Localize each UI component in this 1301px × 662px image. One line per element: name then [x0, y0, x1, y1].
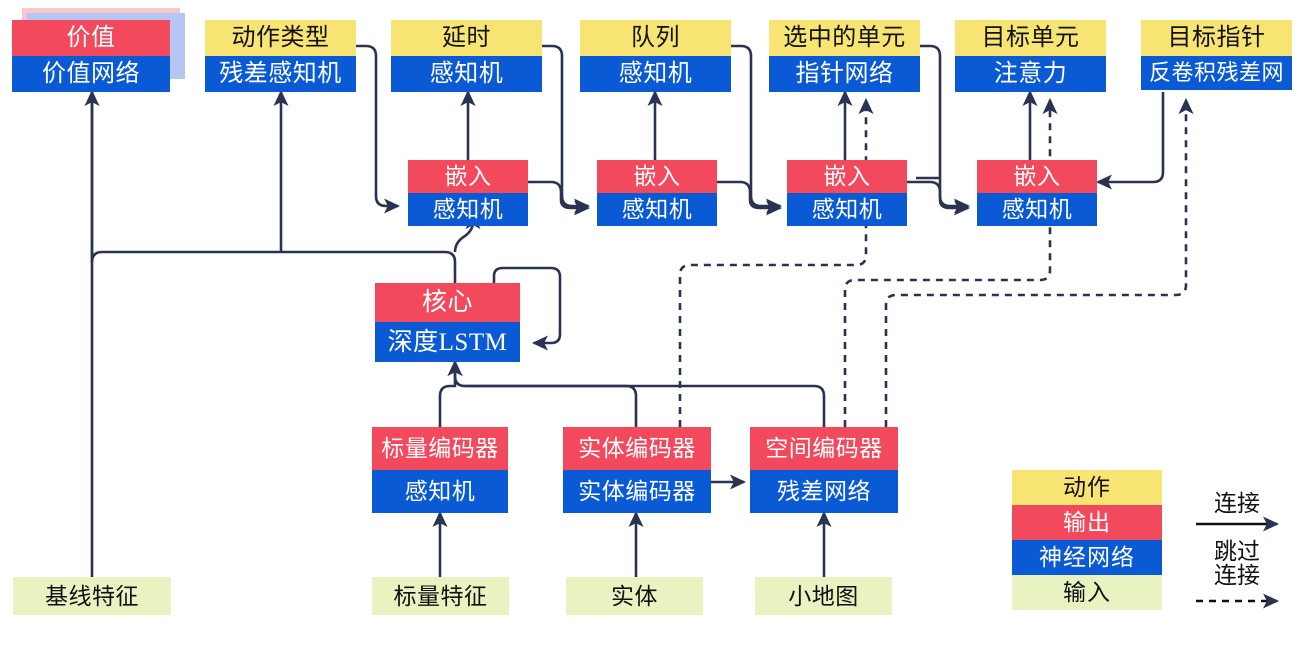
legend-action-label: 动作: [1012, 470, 1162, 505]
legend-skip-connection-caption: 跳过 连接: [1196, 539, 1278, 589]
embed-node-3-title: 嵌入: [787, 160, 907, 193]
output-node-selected-units-network: 指针网络: [769, 56, 920, 92]
embed-node-2-network: 感知机: [597, 193, 717, 226]
embed-node-4-network: 感知机: [977, 193, 1097, 226]
core-node-title: 核心: [375, 283, 520, 322]
embed-node-2-title: 嵌入: [597, 160, 717, 193]
output-node-target-point[interactable]: 目标指针 反卷积残差网: [1141, 20, 1292, 92]
embed-node-3-network: 感知机: [787, 193, 907, 226]
output-node-target-point-title: 目标指针: [1141, 20, 1292, 56]
encoder-node-entity[interactable]: 实体编码器 实体编码器: [563, 427, 711, 513]
output-node-queue-title: 队列: [580, 20, 731, 56]
skip-spatial-to-target-unit: [843, 97, 1058, 427]
encoder-node-scalar-title: 标量编码器: [372, 427, 508, 470]
legend-input-label: 输入: [1012, 575, 1162, 610]
input-node-minimap[interactable]: 小地图: [755, 577, 892, 615]
input-node-baseline[interactable]: 基线特征: [13, 577, 171, 615]
wire-core-to-busbar: [84, 89, 457, 283]
legend-neural-network-label: 神经网络: [1012, 540, 1162, 575]
wire-entity-encoder-to-core: [447, 359, 638, 427]
output-node-action-type-title: 动作类型: [205, 20, 356, 56]
core-node-network: 深度LSTM: [375, 322, 520, 362]
encoder-node-entity-title: 实体编码器: [563, 427, 711, 470]
output-node-selected-units-title: 选中的单元: [769, 20, 920, 56]
core-node[interactable]: 核心 深度LSTM: [375, 283, 520, 362]
encoder-node-spatial-network: 残差网络: [750, 470, 898, 513]
output-node-value[interactable]: 价值 价值网络: [12, 20, 170, 92]
output-node-value-title: 价值: [12, 20, 170, 56]
output-node-delay-network: 感知机: [391, 56, 542, 92]
embed-node-3[interactable]: 嵌入 感知机: [787, 160, 907, 226]
embed-node-4[interactable]: 嵌入 感知机: [977, 160, 1097, 226]
output-node-value-network: 价值网络: [12, 56, 170, 92]
wire-spatial-encoder-to-core: [465, 384, 826, 427]
output-node-selected-units[interactable]: 选中的单元 指针网络: [769, 20, 920, 92]
encoder-node-spatial-title: 空间编码器: [750, 427, 898, 470]
output-node-target-point-network: 反卷积残差网: [1141, 56, 1292, 90]
output-node-target-unit[interactable]: 目标单元 注意力: [955, 20, 1106, 92]
encoder-node-scalar-network: 感知机: [372, 470, 508, 513]
embed-node-1-network: 感知机: [408, 193, 528, 226]
embed-node-1[interactable]: 嵌入 感知机: [408, 160, 528, 226]
output-node-action-type-network: 残差感知机: [205, 56, 356, 92]
input-node-scalar-label: 标量特征: [372, 577, 509, 615]
output-node-target-unit-title: 目标单元: [955, 20, 1106, 56]
embed-node-2[interactable]: 嵌入 感知机: [597, 160, 717, 226]
wire-embed-1-to-embed-2-link: [528, 180, 591, 216]
encoder-node-scalar[interactable]: 标量编码器 感知机: [372, 427, 508, 513]
embed-node-4-title: 嵌入: [977, 160, 1097, 193]
input-node-entity[interactable]: 实体: [566, 577, 703, 615]
skip-spatial-to-target-point: [884, 97, 1194, 427]
wire-embed-2-to-embed-3-link: [716, 180, 783, 216]
legend-output-label: 输出: [1012, 505, 1162, 540]
legend-swatch-stack: 动作 输出 神经网络 输入: [1012, 470, 1162, 610]
encoder-node-entity-network: 实体编码器: [563, 470, 711, 513]
input-node-minimap-label: 小地图: [755, 577, 892, 615]
input-node-entity-label: 实体: [566, 577, 703, 615]
output-node-target-unit-network: 注意力: [955, 56, 1106, 92]
embed-node-1-title: 嵌入: [408, 160, 528, 193]
output-node-delay-title: 延时: [391, 20, 542, 56]
output-node-action-type[interactable]: 动作类型 残差感知机: [205, 20, 356, 92]
wire-embed-3-to-embed-4-link: [906, 180, 971, 216]
encoder-node-spatial[interactable]: 空间编码器 残差网络: [750, 427, 898, 513]
input-node-baseline-label: 基线特征: [13, 577, 171, 615]
output-node-delay[interactable]: 延时 感知机: [391, 20, 542, 92]
input-node-scalar[interactable]: 标量特征: [372, 577, 509, 615]
output-node-queue-network: 感知机: [580, 56, 731, 92]
wire-target-point-to-embed-4: [1095, 92, 1165, 190]
legend-skip-connection-line-2: 连接: [1214, 563, 1260, 589]
legend-skip-connection-line-1: 跳过: [1214, 539, 1260, 564]
legend-connection-caption: 连接: [1214, 491, 1260, 516]
wire-scalar-encoder-to-core: [438, 359, 463, 427]
output-node-queue[interactable]: 队列 感知机: [580, 20, 731, 92]
skip-entity-to-selected-units: [678, 97, 874, 427]
